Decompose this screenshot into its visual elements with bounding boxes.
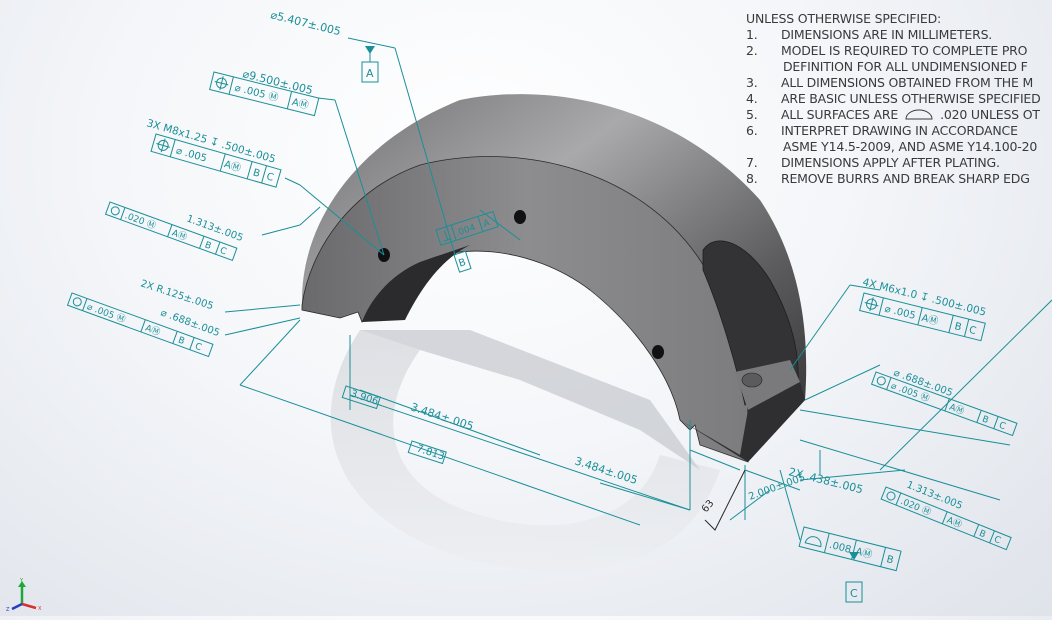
svg-text:AⓂ: AⓂ [945,515,963,531]
fcf-profile: .008 AⓂ B [798,526,902,572]
note-3: 3.ALL DIMENSIONS OBTAINED FROM THE M [746,75,1034,90]
dim-dia-5407: ⌀5.407±.005 [269,8,342,38]
svg-text:B: B [885,554,894,566]
note-5: 5.ALL SURFACES ARE .020 UNLESS OT [746,107,1040,122]
svg-text:AⓂ: AⓂ [920,312,939,328]
svg-text:⌀ .005: ⌀ .005 [175,145,208,164]
svg-text:C: C [850,587,858,600]
note-2-continued: DEFINITION FOR ALL UNDIMENSIONED F [783,59,1028,74]
svg-text:B: B [981,414,990,426]
datum-c-box: C [845,581,863,603]
svg-text:AⓂ: AⓂ [170,227,188,243]
note-7: 7.DIMENSIONS APPLY AFTER PLATING. [746,155,1000,170]
note-6: 6.INTERPRET DRAWING IN ACCORDANCE [746,123,1018,138]
svg-text:Y: Y [19,578,24,584]
svg-text:.008: .008 [828,540,852,556]
callout-m8: 3X M8x1.25 ↧ .500±.005 [145,117,277,165]
svg-text:C: C [968,325,977,337]
general-notes: UNLESS OTHERWISE SPECIFIED: 1.DIMENSIONS… [746,11,1052,187]
datum-a-box: A [361,61,379,83]
svg-text:C: C [992,535,1002,547]
svg-text:A: A [366,67,374,80]
dim-688-left: ⌀ .688±.005 [159,307,221,339]
svg-text:⌀ .005: ⌀ .005 [883,304,916,322]
basic-dim-7813: 7.813 [407,440,447,465]
svg-text:AⓂ: AⓂ [854,545,873,561]
svg-text:AⓂ: AⓂ [223,158,242,174]
datum-b-box: B [453,250,472,273]
dim-radius-125: 2X R.125±.005 [139,278,215,312]
dim-1313-left: 1.313±.005 [185,213,244,244]
floor-reflection [330,330,720,572]
note-4: 4.ARE BASIC UNLESS OTHERWISE SPECIFIED [746,91,1041,106]
svg-text:B: B [177,335,186,347]
svg-text:B: B [953,321,962,333]
dim-3484-upper: 3.484±.005 [409,400,475,433]
annotation-leaders [224,37,1052,541]
svg-text:B: B [252,167,262,180]
note-8: 8.REMOVE BURRS AND BREAK SHARP EDG [746,171,1030,186]
svg-text:.020 Ⓜ: .020 Ⓜ [123,210,157,231]
svg-text:AⓂ: AⓂ [948,402,966,418]
svg-text:A: A [482,218,492,230]
fcf-m8: ⌀ .005 AⓂ B C [150,133,282,188]
notes-header: UNLESS OTHERWISE SPECIFIED: [746,11,942,26]
note-1: 1.DIMENSIONS ARE IN MILLIMETERS. [746,27,993,42]
svg-text:C: C [218,246,227,258]
note-6-continued: ASME Y14.5-2009, AND ASME Y14.100-20 [783,139,1038,154]
svg-text:C: C [193,342,202,354]
svg-text:B: B [978,529,987,541]
svg-text:Z: Z [6,607,10,612]
svg-text:AⓂ: AⓂ [291,96,310,112]
svg-text:AⓂ: AⓂ [144,323,162,339]
svg-text:X: X [38,606,42,612]
note-2: 2.MODEL IS REQUIRED TO COMPLETE PRO [746,43,1028,58]
profile-of-surface-icon [905,109,933,120]
svg-text:B: B [457,257,467,270]
svg-text:B: B [203,240,212,252]
svg-text:C: C [997,421,1006,433]
coordinate-triad-icon: Y X Z [6,578,42,612]
surface-finish-symbol [704,469,746,531]
svg-text:C: C [265,171,275,184]
